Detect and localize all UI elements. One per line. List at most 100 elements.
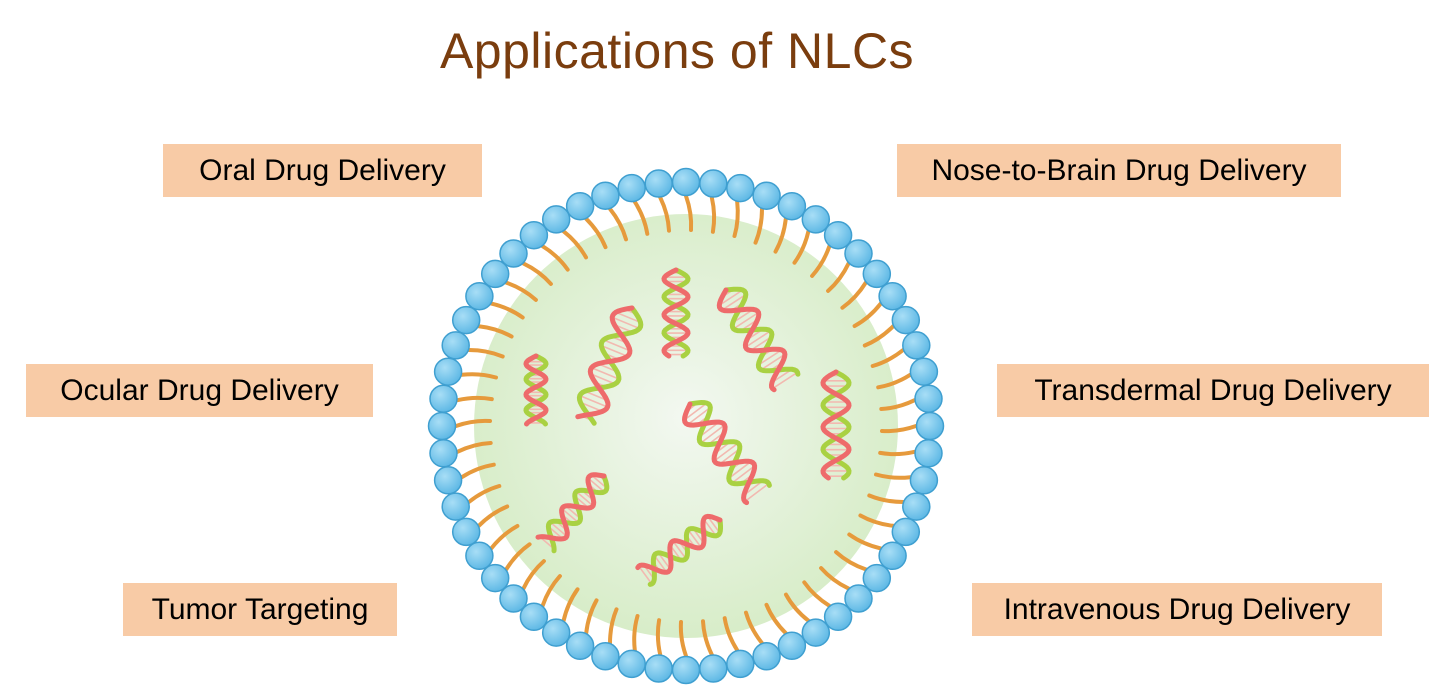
- dna-strand: [681, 401, 758, 506]
- lipid-tail-icon: [632, 614, 640, 653]
- phospholipid-head-icon: [465, 541, 494, 571]
- dna-rung: [657, 552, 671, 570]
- lipid-tail-icon: [878, 449, 917, 457]
- lipid-tail-icon: [584, 216, 608, 250]
- lipid-tail-icon: [454, 418, 492, 428]
- dna-rung: [580, 401, 603, 413]
- page-title: Applications of NLCs: [439, 23, 915, 79]
- phospholipid-head-icon: [844, 584, 873, 613]
- dna-rung: [706, 515, 721, 534]
- phospholipid-head-icon: [499, 584, 528, 613]
- dna-rung: [584, 390, 608, 401]
- lipid-tail-icon: [709, 195, 717, 234]
- phospholipid-head-icon: [591, 181, 620, 210]
- dna-strand: [635, 513, 723, 575]
- lipid-tail-icon: [862, 324, 896, 348]
- phospholipid-head-icon: [726, 173, 755, 203]
- phospholipid-head-icon: [451, 305, 481, 335]
- phospholipid-head-icon: [519, 602, 549, 632]
- dna-rung: [713, 442, 739, 462]
- phospholipid-head-icon: [433, 466, 463, 495]
- phospholipid-head-icon: [671, 167, 701, 197]
- dna-rung: [750, 336, 772, 352]
- lipid-tail-icon: [847, 532, 883, 551]
- dna-rung: [653, 555, 668, 573]
- dna-strand: [545, 473, 610, 554]
- phospholipid-head-icon: [801, 618, 831, 647]
- dna-strand: [723, 286, 801, 377]
- lipid-tail-icon: [826, 261, 851, 293]
- dna-helix-icon: [661, 267, 691, 359]
- phospholipid-heads: [427, 167, 945, 685]
- lipid-tail-icon: [784, 592, 811, 623]
- dna-rung: [638, 565, 653, 585]
- lipid-tail-icon: [874, 472, 913, 480]
- dna-rung: [731, 465, 756, 484]
- dna-strand: [661, 267, 691, 359]
- lipid-tail-icon: [584, 598, 599, 636]
- lipid-tail-icon: [608, 206, 628, 242]
- phospholipid-head-icon: [777, 191, 807, 221]
- dna-rung: [684, 402, 708, 421]
- dna-rung: [611, 316, 640, 330]
- phospholipid-head-icon: [499, 239, 528, 268]
- dna-strand: [647, 517, 723, 587]
- dna-rung: [772, 371, 798, 390]
- dna-rung: [744, 482, 770, 503]
- lipid-tail-icon: [561, 587, 580, 623]
- phospholipid-head-icon: [823, 220, 853, 250]
- phospholipid-head-icon: [902, 331, 931, 360]
- phospholipid-head-icon: [878, 541, 907, 571]
- phospholipid-head-icon: [541, 618, 571, 647]
- phospholipid-head-icon: [862, 259, 892, 289]
- dna-strand: [687, 399, 772, 488]
- dna-helix-icon: [820, 369, 852, 481]
- dna-rung: [575, 490, 594, 507]
- phospholipid-head-icon: [441, 492, 470, 521]
- phospholipid-head-icon: [777, 631, 807, 661]
- lipid-tail-icon: [561, 229, 588, 260]
- dna-helix-icon: [716, 286, 801, 393]
- dna-rung: [700, 424, 726, 444]
- lipid-tail-icon: [455, 441, 493, 454]
- label-ocular-drug-delivery: Ocular Drug Delivery: [26, 364, 373, 417]
- lipid-tail-icon: [632, 199, 650, 236]
- dna-rung: [733, 311, 759, 330]
- lipid-tails: [454, 194, 918, 658]
- lipid-tail-icon: [858, 513, 896, 528]
- lipid-tail-icon: [459, 462, 496, 480]
- lipid-tail-icon: [466, 348, 505, 359]
- phospholipid-head-icon: [909, 466, 939, 495]
- label-tumor-targeting: Tumor Targeting: [123, 583, 397, 636]
- dna-strand: [575, 305, 635, 420]
- phospholipid-head-icon: [480, 259, 510, 289]
- dna-helices: [523, 267, 852, 587]
- dna-rung: [687, 529, 702, 548]
- lipid-tail-icon: [840, 280, 868, 310]
- phospholipid-head-icon: [914, 439, 943, 468]
- lipid-tail-icon: [880, 424, 918, 434]
- lipid-tail-icon: [764, 602, 788, 636]
- lipid-tail-icon: [608, 607, 619, 646]
- lipid-tail-icon: [834, 550, 868, 572]
- dna-rung: [579, 394, 608, 408]
- lipid-tail-icon: [792, 229, 811, 265]
- dna-rung: [600, 344, 628, 358]
- dna-rung: [721, 293, 747, 311]
- phospholipid-head-icon: [801, 205, 831, 234]
- lipid-tail-icon: [540, 574, 562, 608]
- lipid-tail-icon: [773, 216, 788, 254]
- dna-rung: [672, 540, 687, 560]
- phospholipid-head-icon: [902, 492, 931, 521]
- dna-rung: [703, 518, 717, 537]
- phospholipid-head-icon: [433, 357, 463, 386]
- dna-rung: [745, 330, 771, 348]
- lipid-tail-icon: [455, 395, 494, 403]
- lipid-tail-icon: [476, 324, 514, 339]
- phospholipid-head-icon: [752, 181, 781, 210]
- dna-rung: [549, 521, 568, 537]
- lipid-tail-icon: [489, 524, 520, 551]
- dna-helix-icon: [681, 399, 772, 506]
- phospholipid-head-icon: [699, 654, 728, 683]
- lipid-tail-icon: [489, 301, 525, 320]
